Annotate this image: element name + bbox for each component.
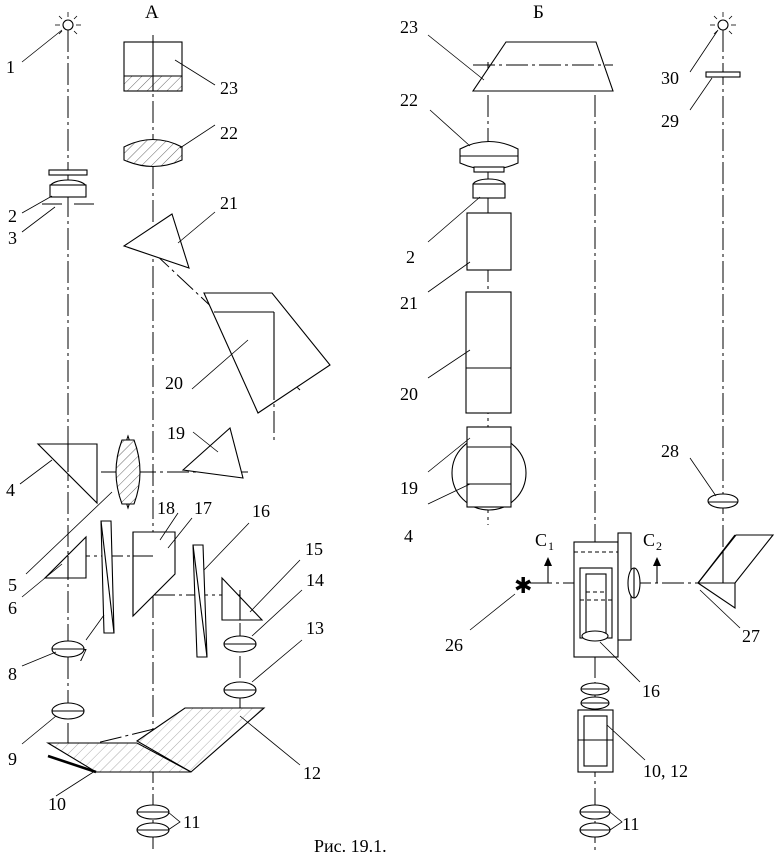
label-b-16: 16 [642,681,660,701]
label-b-22: 22 [400,90,418,110]
c2-sub: 2 [656,539,662,553]
label-b-21: 21 [400,293,418,313]
filter-b-29 [705,71,741,78]
label-a-14: 14 [306,570,324,590]
objective-lens-a-22 [123,138,183,168]
label-a-2: 2 [8,206,17,226]
label-b-4: 4 [404,526,413,546]
prism-a-21 [122,213,190,269]
eyepiece-lenses-a-11 [136,804,170,838]
eyepiece-lenses-b-11 [579,804,611,838]
collector-holder-b [472,183,506,199]
label-a-20: 20 [165,373,183,393]
star-icon: ✱ [514,573,532,598]
prism-block-a-18 [132,531,176,618]
lens-holder-a [49,184,87,198]
label-a-11: 11 [183,812,200,832]
c1-sub: 1 [548,539,554,553]
figure-caption: Рис. 19.1. [314,836,387,856]
lens-b-16 [581,630,609,642]
label-a-22: 22 [220,123,238,143]
label-b-28: 28 [661,441,679,461]
label-b-10-12: 10, 12 [643,761,688,781]
prism-a-19 [181,426,244,479]
view-b-label: Б [533,2,544,23]
light-source-b-icon [710,12,736,35]
rhomboid-prism-a-10 [46,742,192,774]
prism-b-27-lower [696,582,736,610]
c2-letter: C [643,530,655,550]
measuring-unit-b [573,532,632,658]
view-b: Б 23 22 2 21 20 [400,2,775,850]
label-b-2: 2 [406,247,415,267]
label-a-12: 12 [303,763,321,783]
label-a-19: 19 [167,423,185,443]
rhomboid-prism-a-12 [135,707,266,773]
label-a-17: 17 [194,498,212,518]
label-a-10: 10 [48,794,66,814]
label-a-9: 9 [8,749,17,769]
label-b-20: 20 [400,384,418,404]
label-b-29: 29 [661,111,679,131]
view-a: А 1 2 3 [6,2,331,850]
prism-b-27 [696,534,775,584]
c1-letter: C [535,530,547,550]
label-a-1: 1 [6,57,15,77]
label-a-4: 4 [6,480,15,500]
label-b-11: 11 [622,814,639,834]
trapezoid-prism-b-23 [471,41,614,92]
block-b-20 [465,291,512,414]
label-a-7: 7 [78,645,87,665]
label-a-8: 8 [8,664,17,684]
label-a-23: 23 [220,78,238,98]
label-a-21: 21 [220,193,238,213]
label-b-19: 19 [400,478,418,498]
label-a-18: 18 [157,498,175,518]
light-source-icon [55,12,81,35]
filter-b [473,166,505,173]
label-a-15: 15 [305,539,323,559]
label-b-26: 26 [445,635,463,655]
label-a-5: 5 [8,575,17,595]
label-a-3: 3 [8,228,17,248]
prism-block-b-10-12 [577,709,614,773]
label-b-23: 23 [400,17,418,37]
block-b-19 [466,426,512,508]
filter-a [48,169,88,176]
view-a-label: А [145,2,159,23]
label-a-6: 6 [8,598,17,618]
block-b-21 [466,212,512,271]
prism-a-20 [203,292,331,414]
prism-a-15 [221,576,264,621]
prism-a-6 [43,535,87,579]
lens-b-28 [707,493,739,509]
label-a-16: 16 [252,501,270,521]
label-b-27: 27 [742,626,760,646]
label-a-13: 13 [306,618,324,638]
lens-a-5 [115,434,141,510]
label-b-30: 30 [661,68,679,88]
